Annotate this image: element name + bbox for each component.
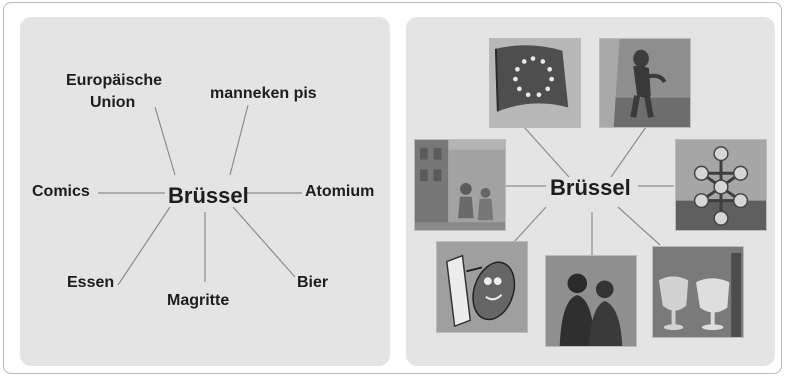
label-magritte: Magritte xyxy=(167,292,230,309)
magritte-painting-photo xyxy=(545,255,637,347)
label-comics: Comics xyxy=(32,183,90,200)
label-essen: Essen xyxy=(67,274,115,291)
fries-cartoon-photo xyxy=(436,241,528,333)
atomium-photo xyxy=(675,139,767,231)
mindmap-connector-lines xyxy=(98,104,302,286)
beer-glasses-photo xyxy=(652,246,744,338)
picture-mindmap-panel: Brüssel xyxy=(406,17,775,366)
manneken-pis-statue-photo xyxy=(599,38,691,128)
label-europaeische: Europäische xyxy=(66,72,163,89)
picture-connector-lines xyxy=(506,126,674,255)
text-mindmap-panel: Brüssel Europäische Union manneken pis C… xyxy=(20,17,390,366)
center-word-bruessel: Brüssel xyxy=(168,183,249,208)
eu-flag-photo xyxy=(489,38,581,128)
label-union: Union xyxy=(90,94,136,111)
outer-frame xyxy=(3,2,782,374)
center-word-bruessel-pictures: Brüssel xyxy=(550,175,631,200)
label-manneken-pis: manneken pis xyxy=(210,85,317,102)
comic-mural-street-photo xyxy=(414,139,506,231)
label-atomium: Atomium xyxy=(305,183,375,200)
label-bier: Bier xyxy=(297,274,329,291)
